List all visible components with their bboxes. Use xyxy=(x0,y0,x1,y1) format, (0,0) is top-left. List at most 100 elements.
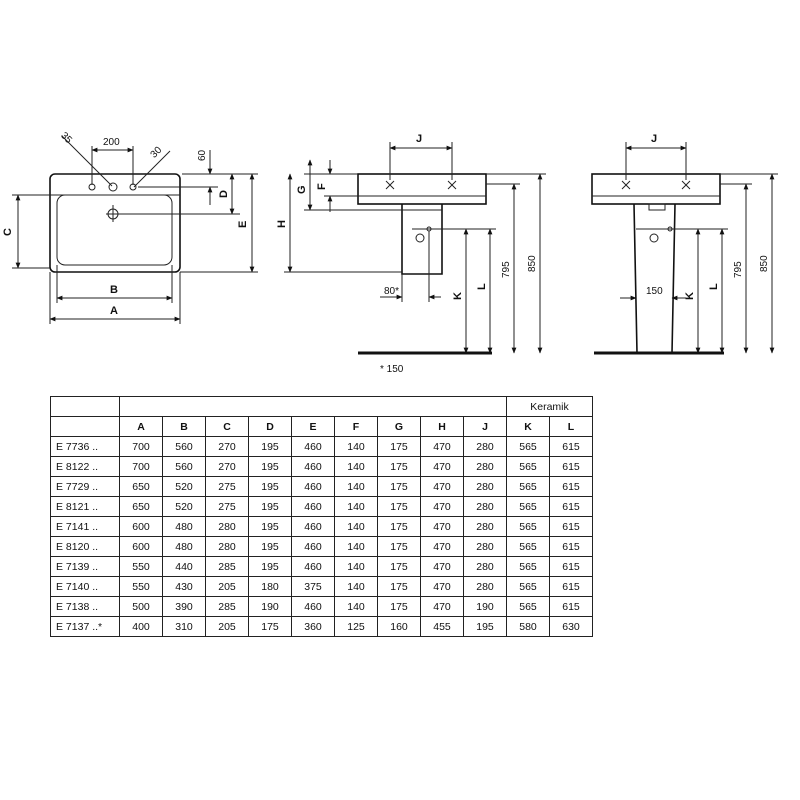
table-cell-j: 280 xyxy=(463,436,507,457)
side-dim-h-label: H xyxy=(276,220,288,228)
table-cell-b: 520 xyxy=(162,476,206,497)
table-cell-f: 140 xyxy=(334,456,378,477)
table-cell-k: 565 xyxy=(506,476,550,497)
table-cell-a: 550 xyxy=(119,576,163,597)
table-cell-g: 175 xyxy=(377,596,421,617)
table-cell-b: 560 xyxy=(162,436,206,457)
dim-30-label: 30 xyxy=(149,145,165,161)
column-header-h: H xyxy=(420,416,464,437)
table-cell-e: 460 xyxy=(291,436,335,457)
table-cell-g: 175 xyxy=(377,476,421,497)
table-cell-k: 565 xyxy=(506,536,550,557)
product-code: E 8121 .. xyxy=(50,496,120,517)
table-cell-b: 390 xyxy=(162,596,206,617)
table-cell-g: 175 xyxy=(377,456,421,477)
table-cell-j: 280 xyxy=(463,496,507,517)
column-header-l: L xyxy=(549,416,593,437)
table-cell-b: 440 xyxy=(162,556,206,577)
table-cell-f: 140 xyxy=(334,436,378,457)
table-cell-h: 470 xyxy=(420,436,464,457)
table-cell-b: 310 xyxy=(162,616,206,637)
table-cell-j: 280 xyxy=(463,556,507,577)
table-cell-d: 175 xyxy=(248,616,292,637)
table-cell-e: 460 xyxy=(291,476,335,497)
half-pedestal xyxy=(401,204,443,275)
table-cell-e: 460 xyxy=(291,596,335,617)
full-pedestal xyxy=(633,203,676,354)
table-cell-c: 270 xyxy=(205,456,249,477)
column-header-g: G xyxy=(377,416,421,437)
table-cell-a: 400 xyxy=(119,616,163,637)
table-cell-l: 615 xyxy=(549,436,593,457)
pedestal-dim-j-label: J xyxy=(651,133,657,145)
side-dim-80-label: 80* xyxy=(384,286,399,297)
table-cell-l: 630 xyxy=(549,616,593,637)
product-code: E 7141 .. xyxy=(50,516,120,537)
table-code-header xyxy=(50,416,120,437)
table-cell-c: 205 xyxy=(205,616,249,637)
table-cell-a: 650 xyxy=(119,476,163,497)
table-cell-a: 500 xyxy=(119,596,163,617)
column-header-e: E xyxy=(291,416,335,437)
dim-200-label: 200 xyxy=(103,137,120,148)
table-cell-j: 195 xyxy=(463,616,507,637)
side-dim-850-label: 850 xyxy=(527,255,538,272)
table-cell-h: 470 xyxy=(420,596,464,617)
dim-60-label: 60 xyxy=(197,149,208,161)
tap-hole-center xyxy=(108,182,118,192)
technical-drawing: 35 30 200 60 D E C B xyxy=(2,130,778,375)
pedestal-view: J 150 K L 795 850 xyxy=(591,133,778,355)
table-cell-f: 140 xyxy=(334,556,378,577)
table-cell-c: 285 xyxy=(205,596,249,617)
table-cell-k: 565 xyxy=(506,516,550,537)
product-code: E 8122 .. xyxy=(50,456,120,477)
keramik-header: Keramik xyxy=(506,396,593,417)
table-cell-c: 280 xyxy=(205,516,249,537)
table-cell-f: 140 xyxy=(334,476,378,497)
table-cell-l: 615 xyxy=(549,536,593,557)
table-cell-g: 160 xyxy=(377,616,421,637)
table-cell-k: 565 xyxy=(506,456,550,477)
table-cell-j: 280 xyxy=(463,476,507,497)
product-code: E 7729 .. xyxy=(50,476,120,497)
table-cell-a: 600 xyxy=(119,516,163,537)
pedestal-dim-795-label: 795 xyxy=(733,261,744,278)
table-cell-h: 470 xyxy=(420,536,464,557)
side-dim-l-label: L xyxy=(476,283,488,290)
table-group-spacer xyxy=(119,396,507,417)
table-cell-h: 470 xyxy=(420,556,464,577)
table-cell-e: 375 xyxy=(291,576,335,597)
table-cell-l: 615 xyxy=(549,516,593,537)
table-cell-l: 615 xyxy=(549,576,593,597)
table-cell-c: 280 xyxy=(205,536,249,557)
table-cell-c: 270 xyxy=(205,436,249,457)
table-cell-g: 175 xyxy=(377,496,421,517)
table-cell-c: 275 xyxy=(205,476,249,497)
table-cell-d: 195 xyxy=(248,516,292,537)
column-header-b: B xyxy=(162,416,206,437)
table-cell-f: 125 xyxy=(334,616,378,637)
column-header-a: A xyxy=(119,416,163,437)
table-cell-k: 565 xyxy=(506,596,550,617)
product-code: E 8120 .. xyxy=(50,536,120,557)
table-cell-e: 460 xyxy=(291,536,335,557)
product-code: E 7137 ..* xyxy=(50,616,120,637)
table-cell-l: 615 xyxy=(549,496,593,517)
table-cell-j: 280 xyxy=(463,576,507,597)
table-cell-a: 700 xyxy=(119,436,163,457)
table-cell-l: 615 xyxy=(549,596,593,617)
table-cell-h: 455 xyxy=(420,616,464,637)
table-cell-e: 360 xyxy=(291,616,335,637)
table-cell-e: 460 xyxy=(291,496,335,517)
table-cell-b: 560 xyxy=(162,456,206,477)
pedestal-dim-150-label: 150 xyxy=(646,286,663,297)
